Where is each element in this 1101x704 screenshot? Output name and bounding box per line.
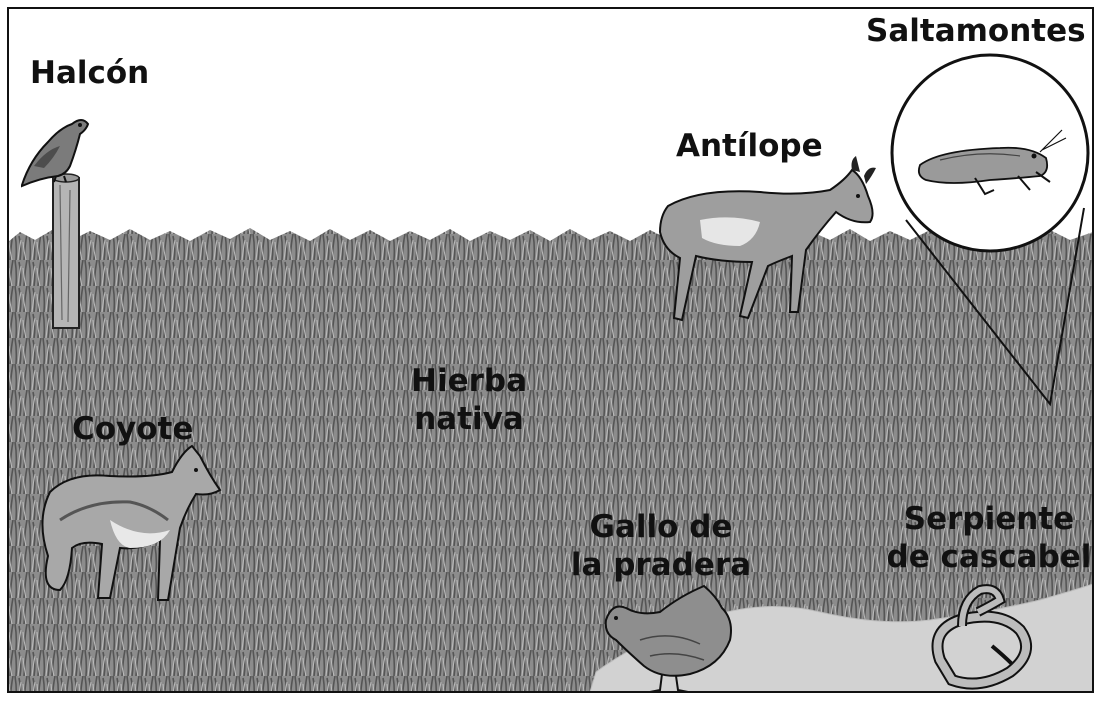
label-native-grass-line2: nativa (414, 401, 524, 437)
label-grasshopper: Saltamontes (866, 13, 1086, 49)
label-rattlesnake-line1: Serpiente (903, 501, 1075, 537)
label-rattlesnake-line2: de cascabel (886, 539, 1092, 575)
label-antelope: Antílope (676, 128, 823, 164)
label-native-grass: Hierba nativa (404, 362, 534, 438)
label-rattlesnake: Serpiente de cascabel (884, 500, 1094, 576)
label-prairie-chicken: Gallo de la pradera (566, 508, 756, 584)
antelope-illustration (658, 156, 876, 322)
rattlesnake-illustration (931, 584, 1033, 690)
label-hawk: Halcón (30, 55, 150, 91)
label-coyote: Coyote (72, 411, 194, 447)
coyote-illustration (41, 444, 222, 601)
native-grass-field (8, 228, 1093, 692)
label-native-grass-line1: Hierba (411, 363, 527, 399)
fence-post (52, 173, 80, 329)
scene-border (7, 7, 1094, 693)
hawk-illustration (21, 119, 90, 188)
grasshopper-magnifier (890, 53, 1090, 407)
prairie-chicken-illustration (604, 584, 732, 693)
label-prairie-chicken-line2: la pradera (570, 547, 752, 583)
label-prairie-chicken-line1: Gallo de (589, 509, 733, 545)
